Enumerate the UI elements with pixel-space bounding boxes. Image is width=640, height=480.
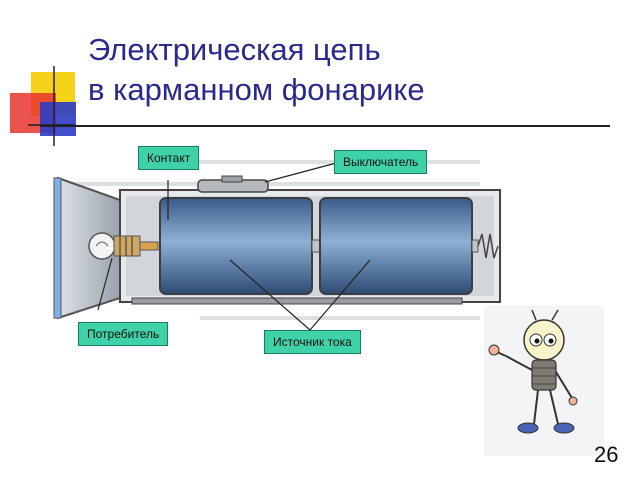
slide-title-line2: в карманном фонарике (88, 72, 425, 107)
corner-squares-icon (10, 66, 76, 146)
flashlight-illustration (53, 160, 501, 331)
title-divider (40, 125, 610, 127)
label-switch: Выключатель (334, 150, 428, 174)
page-number: 26 (594, 442, 619, 467)
label-consumer: Потребитель (78, 322, 169, 346)
label-contact: Контакт (138, 146, 200, 170)
label-source: Источник тока (264, 330, 361, 354)
slide-title-line1: Электрическая цепь (88, 32, 381, 67)
lightbulb-mascot-icon (484, 306, 604, 456)
slide-title: Электрическая цепь в карманном фонарике (88, 30, 608, 110)
